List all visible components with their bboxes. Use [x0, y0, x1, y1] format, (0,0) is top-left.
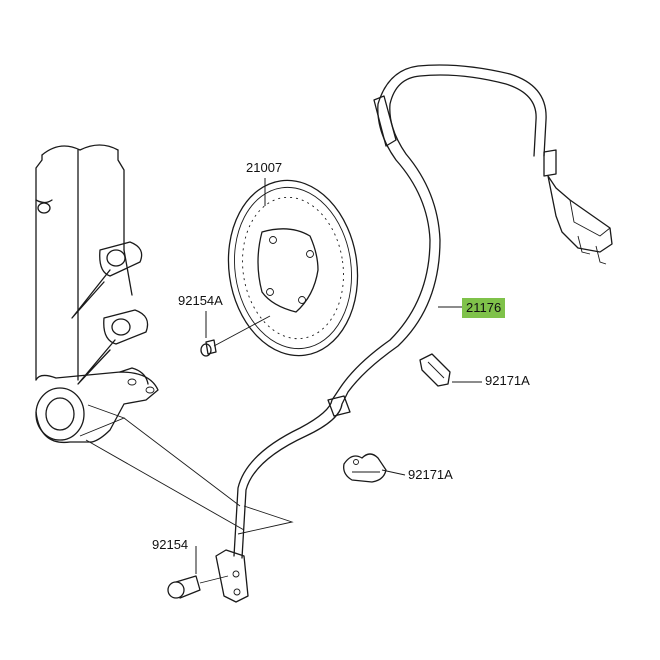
rotor-bolt-drawing — [200, 315, 271, 357]
part-label-92171A-upper: 92171A — [485, 373, 530, 388]
fork-leg-drawing — [35, 144, 159, 444]
clamp-lower-drawing — [343, 453, 387, 483]
part-label-21007: 21007 — [246, 160, 283, 175]
part-label-92154: 92154 — [152, 537, 189, 552]
leader-lines — [195, 178, 482, 574]
part-label-92171A-lower: 92171A — [408, 467, 453, 482]
sensor-harness-drawing — [215, 64, 613, 603]
clamp-upper-drawing — [419, 353, 451, 387]
part-label-21176[interactable]: 21176 — [462, 298, 506, 318]
abs-rotor-drawing — [227, 179, 359, 357]
part-label-92154A: 92154A — [178, 293, 223, 308]
projection-lines — [79, 404, 294, 535]
sensor-bolt-drawing — [167, 575, 229, 599]
